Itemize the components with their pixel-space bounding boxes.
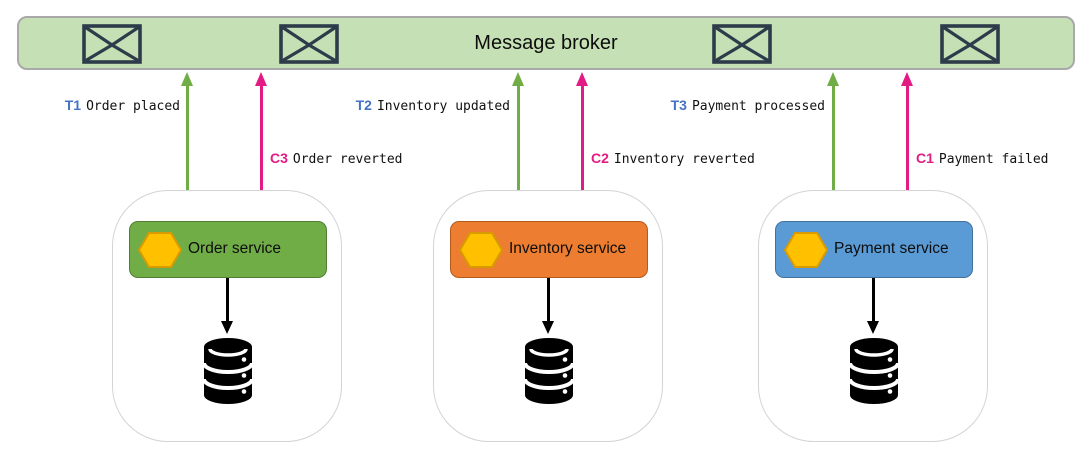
c1-compensation-arrow	[901, 72, 914, 190]
c2-label-id: C2	[591, 150, 609, 166]
message-broker-bar: Message broker	[17, 16, 1075, 70]
service-name: Order service	[188, 240, 282, 257]
c1-label: C1 Payment failed	[916, 150, 1048, 167]
hexagon-icon	[784, 232, 828, 268]
t1-label-text: Order placed	[86, 99, 180, 114]
payment-service-box: Payment service	[775, 221, 973, 278]
payment-service-card: Payment service C1 T3	[758, 190, 988, 442]
c3-compensation-arrow	[255, 72, 268, 190]
hexagon-icon	[459, 232, 503, 268]
order-service-box: Order service	[129, 221, 327, 278]
t1-transaction-arrow	[181, 72, 194, 190]
message-envelope-icon	[940, 24, 1000, 64]
c1-label-text: Payment failed	[938, 152, 1049, 167]
t2-label: T2 Inventory updated	[356, 97, 510, 114]
t2-label-id: T2	[355, 97, 372, 113]
order-db-arrow	[221, 278, 234, 334]
inventory-service-box: Inventory service	[450, 221, 648, 278]
service-name: Payment service	[834, 240, 949, 257]
message-envelope-icon	[82, 24, 142, 64]
t2-label-text: Inventory updated	[376, 99, 510, 114]
payment-db-arrow	[867, 278, 880, 334]
hexagon-icon	[138, 232, 182, 268]
database-icon	[848, 338, 900, 404]
order-service-card: Order service C3 T1	[112, 190, 342, 442]
database-icon	[202, 338, 254, 404]
t3-label-id: T3	[670, 97, 687, 113]
c2-label-text: Inventory reverted	[613, 152, 755, 167]
c1-label-id: C1	[916, 150, 934, 166]
t2-transaction-arrow	[512, 72, 525, 190]
inventory-db-arrow	[542, 278, 555, 334]
message-envelope-icon	[712, 24, 772, 64]
t3-transaction-arrow	[827, 72, 840, 190]
inventory-service-card: Inventory service C2 T2	[433, 190, 663, 442]
c3-label-text: Order reverted	[292, 152, 403, 167]
t3-label: T3 Payment processed	[671, 97, 825, 114]
c3-label-id: C3	[270, 150, 288, 166]
t1-label: T1 Order placed	[65, 97, 180, 114]
c2-compensation-arrow	[576, 72, 589, 190]
database-icon	[523, 338, 575, 404]
t3-label-text: Payment processed	[691, 99, 825, 114]
message-broker-title: Message broker	[474, 32, 618, 54]
message-envelope-icon	[279, 24, 339, 64]
t1-label-id: T1	[64, 97, 82, 113]
service-name: Inventory service	[509, 240, 627, 257]
c2-label: C2 Inventory reverted	[591, 150, 755, 167]
c3-label: C3 Order reverted	[270, 150, 402, 167]
